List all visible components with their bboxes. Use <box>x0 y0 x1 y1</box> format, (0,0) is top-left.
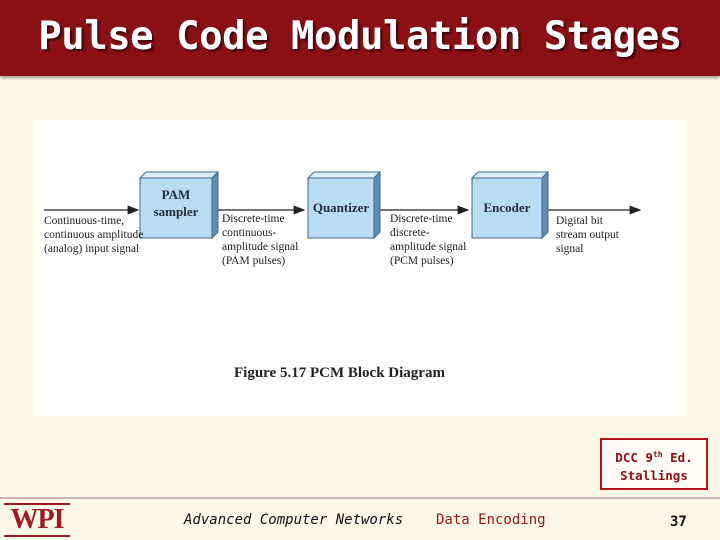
slide-title: Pulse Code Modulation Stages <box>38 14 682 59</box>
source-note-author: Stallings <box>620 468 688 484</box>
input-signal-label: Continuous-time, continuous amplitude (a… <box>44 215 144 255</box>
footer-divider <box>0 497 720 499</box>
page-number: 37 <box>670 514 687 530</box>
source-note: DCC 9th Ed. Stallings <box>600 438 708 490</box>
pcm-diagram-graphic <box>44 170 642 240</box>
encoder-label: Encoder <box>483 200 531 215</box>
footer-topic: Data Encoding <box>436 512 546 528</box>
pam-sampler-block <box>138 170 220 240</box>
pcm-figure: PAM sampler Quantizer Encoder Continuous… <box>34 120 686 416</box>
pcm-pulses-label: Discrete-time discrete- amplitude signal… <box>390 213 467 267</box>
footer-course-name: Advanced Computer Networks <box>184 512 404 528</box>
encoder-block <box>470 170 550 240</box>
pam-output-label: Discrete-time continuous- amplitude sign… <box>222 213 299 267</box>
digital-output-label: Digital bit stream output signal <box>556 215 619 255</box>
title-bar: Pulse Code Modulation Stages <box>0 0 720 76</box>
quantizer-label: Quantizer <box>312 200 370 215</box>
figure-caption: Figure 5.17 PCM Block Diagram <box>234 365 445 381</box>
wpi-logo: WPI <box>4 503 70 537</box>
quantizer-block <box>306 170 382 240</box>
pam-sampler-label: PAM sampler <box>153 187 199 219</box>
source-note-edition: DCC 9th Ed. <box>615 450 693 466</box>
